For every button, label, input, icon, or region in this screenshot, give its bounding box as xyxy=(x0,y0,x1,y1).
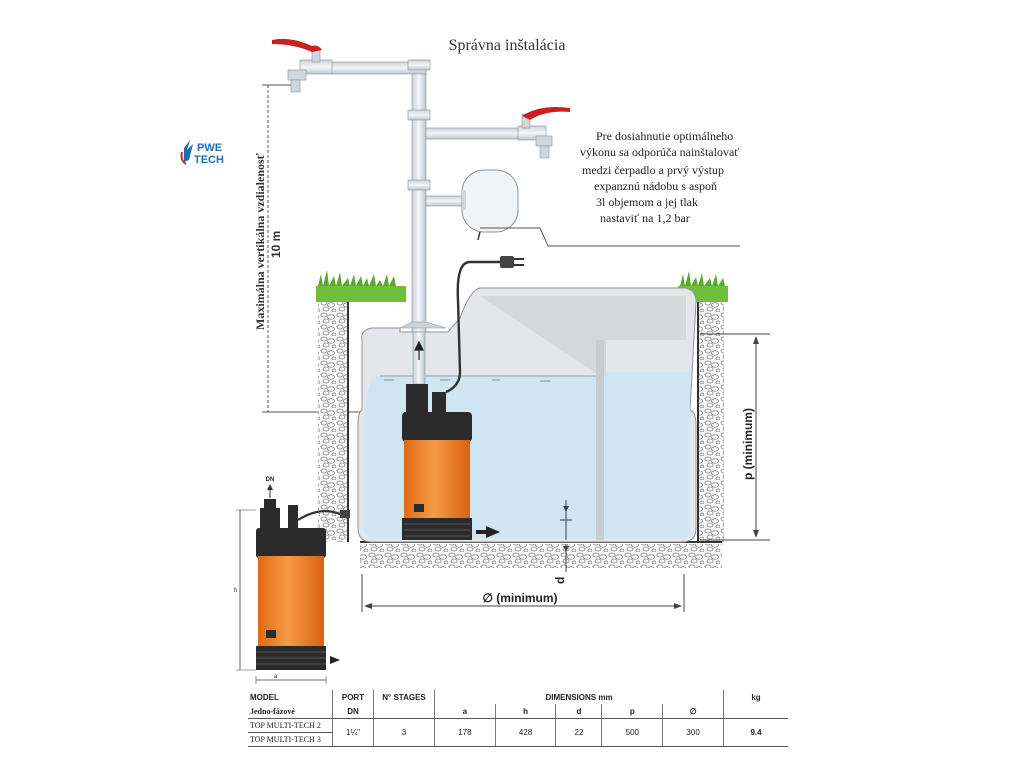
tank-branch-pipe xyxy=(425,195,463,207)
col-stages-header: N° STAGES xyxy=(373,690,435,704)
gravel-bottom xyxy=(360,544,722,568)
col-port-header: PORT xyxy=(332,690,374,704)
col-a-header: a xyxy=(434,704,496,719)
middle-horizontal-pipe xyxy=(425,127,521,140)
col-h-header: h xyxy=(494,704,556,719)
note-line-1: Pre dosiahnutie optimálneho xyxy=(596,129,733,143)
spec-table: MODEL PORT N° STAGES DIMENSIONS mm kg Je… xyxy=(248,690,788,747)
model-cell: TOP MULTI-TECH 3 xyxy=(248,732,333,747)
col-model-subheader: Jedno-fázové xyxy=(248,704,333,719)
vertical-distance-label: Maximálna vertikálna vzdialenosť xyxy=(253,152,267,330)
note-line-6: nastaviť na 1,2 bar xyxy=(600,211,690,225)
logo-text-tech: TECH xyxy=(194,154,224,166)
note-line-5: 3l objemom a jej tlak xyxy=(596,195,698,209)
col-port-subheader: DN xyxy=(332,704,374,719)
a-value: 178 xyxy=(434,718,496,747)
dn-label: DN xyxy=(266,477,275,483)
d-value: 22 xyxy=(555,718,602,747)
inlet-arrow-icon xyxy=(476,526,500,538)
power-cable xyxy=(445,256,524,394)
note-line-2: výkonu sa odporúča nainštalovať xyxy=(580,145,739,159)
col-d-header: d xyxy=(555,704,602,719)
diameter-label: ∅ (minimum) xyxy=(482,591,557,605)
p-value: 500 xyxy=(601,718,663,747)
col-kg-subheader xyxy=(723,704,788,719)
table-row: TOP MULTI-TECH 3 xyxy=(248,732,788,747)
logo-text-pwe: PWE xyxy=(197,142,222,154)
spec-subheader-row: Jedno-fázové DN a h d p ∅ xyxy=(248,704,788,719)
col-stages-subheader xyxy=(373,704,435,719)
col-model-header: MODEL xyxy=(250,692,279,702)
h-value: 428 xyxy=(494,718,556,747)
p-label: p (minimum) xyxy=(741,408,755,480)
port-value: 1¼" xyxy=(332,718,374,747)
table-row: TOP MULTI-TECH 2 1¼" 3 178 428 22 500 30… xyxy=(248,718,788,747)
col-kg-header: kg xyxy=(723,690,788,704)
stages-value: 3 xyxy=(373,718,435,747)
a-label: a xyxy=(274,674,278,680)
diameter-dimension: ∅ (minimum) xyxy=(361,574,685,612)
installation-note: Pre dosiahnutie optimálneho výkonu sa od… xyxy=(580,129,739,225)
submersible-pump xyxy=(402,384,472,540)
col-diameter-header: ∅ xyxy=(662,704,724,719)
grass-left xyxy=(316,286,406,302)
gravel-left xyxy=(318,302,348,542)
faucet-top-icon xyxy=(272,38,333,93)
gravel-right xyxy=(698,302,724,542)
col-dimensions-header: DIMENSIONS mm xyxy=(434,690,724,704)
diameter-value: 300 xyxy=(662,718,724,747)
h-label: h xyxy=(234,588,237,594)
p-dimension: p (minimum) xyxy=(700,333,770,541)
main-riser-pipe xyxy=(411,59,427,333)
note-line-4: expanznú nádobu s aspoň xyxy=(594,179,717,193)
kg-value: 9.4 xyxy=(723,718,788,747)
d-dimension: d xyxy=(553,500,572,584)
pump-dimension-drawing: DN h a xyxy=(234,477,350,684)
model-cell: TOP MULTI-TECH 2 xyxy=(248,718,333,733)
power-plug-icon xyxy=(500,256,514,268)
vertical-distance-value: 10 m xyxy=(269,231,283,258)
faucet-middle-icon xyxy=(517,107,570,159)
spec-header-row: MODEL PORT N° STAGES DIMENSIONS mm kg xyxy=(248,690,788,704)
note-line-3: medzi čerpadlo a prvý výstup xyxy=(582,163,724,177)
pwe-tech-logo: PWE TECH xyxy=(180,140,224,166)
note-leader-line xyxy=(480,227,740,247)
piping xyxy=(329,59,521,385)
expansion-vessel xyxy=(461,169,519,241)
diagram-title: Správna inštalácia xyxy=(449,37,566,54)
d-label: d xyxy=(553,577,567,584)
col-p-header: p xyxy=(601,704,663,719)
